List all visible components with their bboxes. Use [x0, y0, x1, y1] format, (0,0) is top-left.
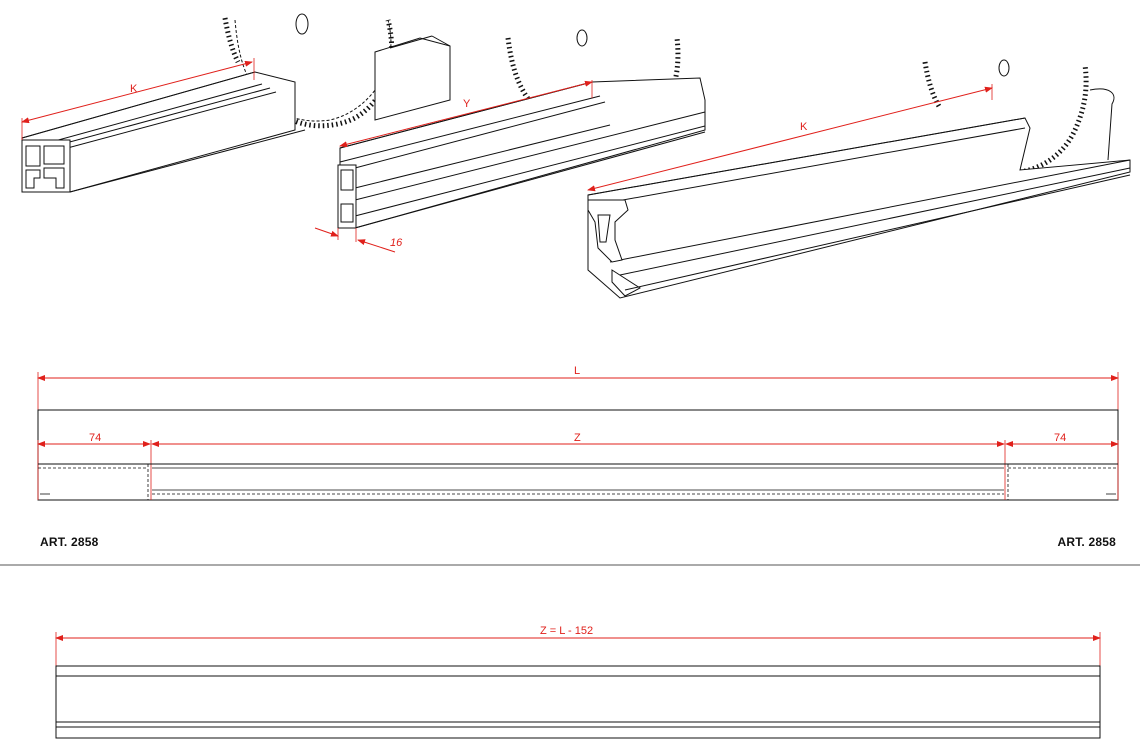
dimension-label: K: [130, 83, 138, 95]
dimension-l: L: [37, 365, 1119, 410]
profile-end-section-right: [587, 199, 641, 297]
saw-blade-middle: [505, 29, 681, 143]
profile-end-section-left: [21, 139, 71, 193]
profile-body-right: [587, 117, 1131, 299]
iso-dimension-k-right: K: [587, 84, 993, 192]
dimension-label: K: [800, 121, 808, 133]
iso-profile-right: [587, 59, 1131, 299]
depth-label: 16: [390, 237, 403, 249]
profile-end-section-middle: [337, 164, 357, 229]
overall-label: L: [574, 365, 580, 377]
dimension-row: 74 Z 74: [37, 432, 1119, 500]
end-left-label: 74: [89, 432, 101, 444]
iso-dimension-16: 16: [314, 227, 403, 253]
center-label: Z: [574, 432, 581, 444]
cut-piece-view: Z = L - 152: [55, 625, 1101, 739]
saw-blade-right: [922, 59, 1089, 175]
article-label-left: ART. 2858: [40, 535, 99, 549]
dimension-label: Y: [463, 98, 471, 110]
article-label-right: ART. 2858: [1057, 535, 1116, 549]
iso-dimension-k-left: K: [21, 58, 255, 140]
elevation-view: L 74 Z 74: [37, 365, 1119, 501]
formula-label: Z = L - 152: [540, 625, 593, 637]
end-right-label: 74: [1054, 432, 1066, 444]
